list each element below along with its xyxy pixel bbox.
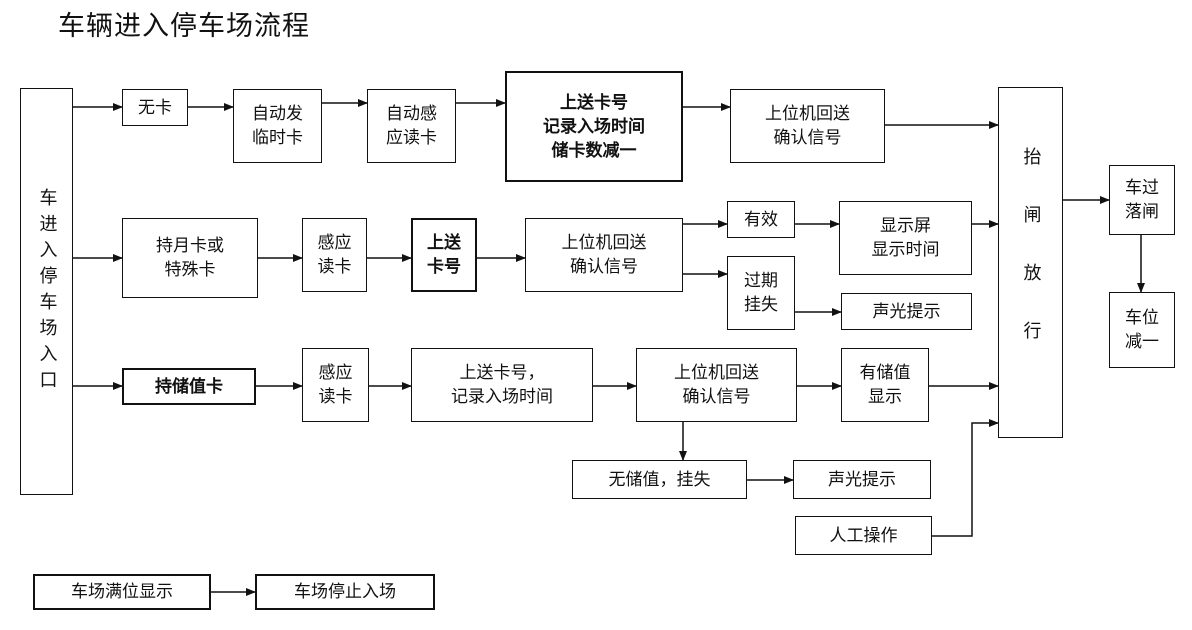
display-time-box: 显示屏 显示时间	[839, 201, 972, 275]
manual-operation-box: 人工操作	[795, 516, 932, 555]
diagram-title: 车辆进入停车场流程	[58, 11, 310, 42]
read-card-box-2: 感应 读卡	[302, 218, 367, 292]
host-confirm-box-2: 上位机回送 确认信号	[525, 218, 683, 292]
entrance-box: 车进入停车场入口	[20, 88, 73, 495]
lot-full-display-box: 车场满位显示	[33, 574, 211, 610]
gate-open-box: 抬闸放行	[998, 87, 1063, 438]
upload-card-no-box: 上送 卡号	[411, 218, 477, 292]
monthly-card-box: 持月卡或 特殊卡	[122, 218, 258, 298]
lot-stop-entry-box: 车场停止入场	[255, 574, 435, 610]
upload-record-box-3: 上送卡号， 记录入场时间	[411, 348, 593, 422]
parking-space-minus-box: 车位 减一	[1109, 292, 1175, 368]
alarm-box-1: 声光提示	[841, 293, 972, 330]
has-value-display-box: 有储值 显示	[841, 348, 929, 422]
host-confirm-box-3: 上位机回送 确认信号	[636, 348, 797, 422]
auto-read-card-box: 自动感 应读卡	[367, 89, 456, 163]
alarm-box-2: 声光提示	[793, 460, 931, 499]
no-value-lost-box: 无储值，挂失	[572, 460, 747, 499]
no-card-box: 无卡	[122, 89, 188, 126]
stored-value-card-box: 持储值卡	[122, 368, 256, 405]
valid-box: 有效	[727, 201, 795, 238]
auto-issue-temp-card-box: 自动发 临时卡	[233, 89, 322, 163]
host-confirm-box-1: 上位机回送 确认信号	[730, 89, 885, 163]
upload-record-box: 上送卡号 记录入场时间 储卡数减一	[505, 71, 683, 182]
expired-lost-box: 过期 挂失	[727, 256, 795, 330]
car-pass-gate-down-box: 车过 落闸	[1109, 165, 1175, 235]
read-card-box-3: 感应 读卡	[302, 348, 369, 422]
